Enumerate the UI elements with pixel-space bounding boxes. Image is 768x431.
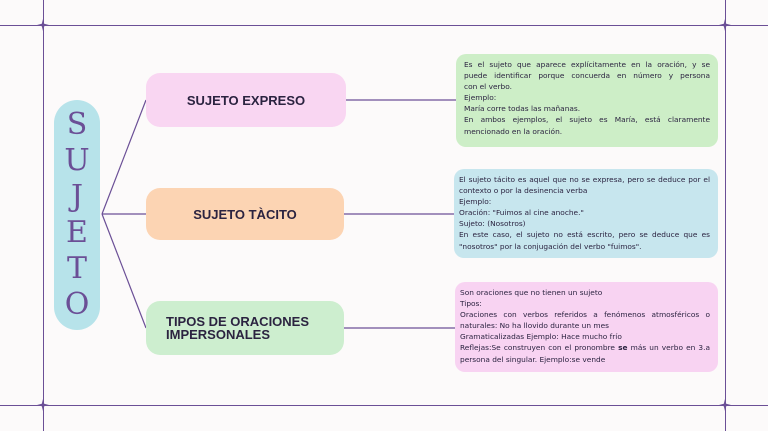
title-letter: O	[64, 287, 90, 322]
description-line: El sujeto tácito es aquel que no se expr…	[459, 175, 710, 184]
description-oraciones-impersonales: Son oraciones que no tienen un sujeto Ti…	[455, 282, 718, 372]
description-line: "nosotros" por la conjugación del verbo …	[459, 241, 642, 251]
description-text: Reflejas:Se construyen con el pronombre	[460, 343, 619, 353]
description-line: puede identificar porque concuerda en nú…	[464, 71, 710, 81]
description-line: persona del singular. Ejemplo:se vende	[460, 354, 606, 364]
frame-bottom-line	[0, 405, 768, 406]
title-letter: T	[66, 251, 87, 286]
title-letter: E	[66, 215, 88, 250]
node-label: SUJETO EXPRESO	[186, 92, 306, 108]
title-letter: U	[64, 143, 90, 178]
description-line: Reflejas:Se construyen con el pronombre …	[460, 342, 710, 353]
description-line: Ejemplo:	[459, 197, 492, 207]
description-text: más un verbo en 3.a	[627, 343, 710, 353]
description-bold-text: se	[618, 343, 628, 353]
connector-title-expreso	[101, 99, 147, 215]
description-line: Es el sujeto que aparece explícitamente …	[464, 60, 710, 69]
description-line: con el verbo.	[464, 82, 512, 92]
sparkle-icon	[37, 399, 49, 411]
description-line: contexto o por la desinencia verba	[459, 186, 588, 196]
description-line: María corre todas las mañanas.	[464, 104, 581, 114]
title-letter: S	[66, 107, 88, 142]
description-line: Ejemplo:	[464, 93, 497, 103]
node-label: TIPOS DE ORACIONES	[166, 314, 310, 329]
title-letter: J	[70, 179, 84, 214]
description-line: Son oraciones que no tienen un sujeto	[460, 288, 603, 297]
node-label: IMPERSONALES	[166, 327, 271, 342]
node-label: SUJETO TÀCITO	[193, 206, 297, 222]
description-line: En ambos ejemplos, el sujeto es María, e…	[464, 115, 710, 125]
description-line: Oraciones con verbos referidos a fenómen…	[460, 310, 710, 320]
description-sujeto-expreso: Es el sujeto que aparece explícitamente …	[456, 54, 718, 147]
description-line: En este caso, el sujeto no está escrito,…	[459, 230, 710, 240]
title-sujeto: S U J E T O	[54, 100, 100, 330]
connector-title-impersonales	[101, 213, 147, 329]
node-sujeto-tacito: SUJETO TÀCITO	[146, 188, 344, 240]
description-line: mencionado en la oración.	[464, 126, 563, 136]
node-oraciones-impersonales: TIPOS DE ORACIONES IMPERSONALES	[146, 301, 344, 355]
node-sujeto-expreso: SUJETO EXPRESO	[146, 73, 346, 127]
description-line: Gramaticalizadas Ejemplo: Hace mucho frí…	[460, 332, 622, 342]
sparkle-icon	[37, 19, 49, 31]
sparkle-icon	[719, 19, 731, 31]
description-line: Oración: "Fuimos al cine anoche."	[459, 208, 584, 218]
frame-right-line	[725, 0, 726, 431]
description-sujeto-tacito: El sujeto tácito es aquel que no se expr…	[454, 169, 718, 258]
frame-top-line	[0, 25, 768, 26]
description-line: naturales: No ha llovido durante un mes	[460, 321, 609, 331]
sparkle-icon	[719, 399, 731, 411]
description-line: Sujeto: (Nosotros)	[459, 219, 526, 229]
description-line: Tipos:	[460, 299, 482, 309]
frame-left-line	[43, 0, 44, 431]
